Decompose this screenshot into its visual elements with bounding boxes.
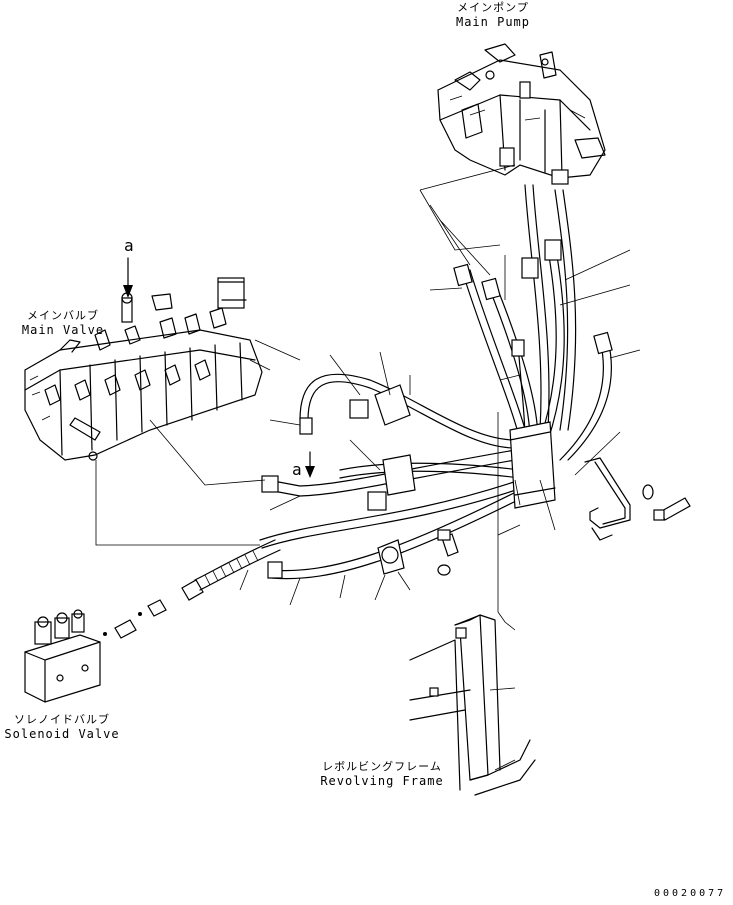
reference-a-mid: a [292,460,302,479]
main-valve-label: メインバルブ Main Valve [8,309,118,337]
revolving-frame-label-jp: レボルビングフレーム [322,760,442,773]
clamps-drawing [374,384,556,575]
solenoid-valve-label-jp: ソレノイドバルブ [14,713,110,726]
bolts-drawing [437,484,691,576]
revolving-frame-label: レボルビングフレーム Revolving Frame [312,760,452,788]
main-pump-label-jp: メインポンプ [457,1,529,14]
hoses-drawing [194,184,612,591]
main-valve-label-en: Main Valve [21,323,105,337]
reference-a-top: a [124,236,134,255]
main-valve-label-jp: メインバルブ [27,309,99,322]
revolving-frame-label-en: Revolving Frame [320,774,444,788]
reference-arrows-drawing [123,257,315,478]
main-pump-label: メインポンプ Main Pump [438,1,548,29]
leader-lines-drawing [95,164,641,771]
solenoid-fittings-drawing [103,579,204,639]
solenoid-valve-drawing [24,609,101,703]
hose-fittings-drawing [261,239,613,579]
main-pump-label-en: Main Pump [455,15,531,29]
main-pump-drawing [437,43,606,185]
bracket-drawing [584,457,631,541]
solenoid-valve-label: ソレノイドバルブ Solenoid Valve [0,713,124,741]
solenoid-valve-label-en: Solenoid Valve [4,727,120,741]
main-valve-drawing [24,277,263,461]
drawing-code: 00020077 [654,888,727,899]
revolving-frame-drawing [409,614,536,796]
